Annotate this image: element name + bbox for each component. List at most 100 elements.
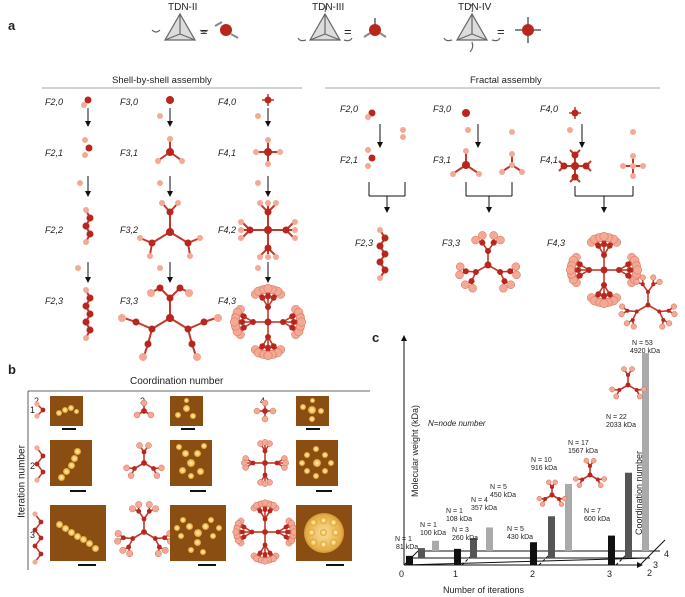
shell-assembly-title: Shell-by-shell assembly bbox=[112, 75, 212, 86]
node bbox=[586, 267, 592, 273]
leaf-node bbox=[126, 550, 134, 558]
node bbox=[626, 267, 633, 273]
label-shell-f42: F4,2 bbox=[218, 225, 237, 235]
label-fractal-f23: F2,3 bbox=[355, 238, 374, 248]
shell-f33-nodes bbox=[118, 284, 222, 361]
leaf-node bbox=[119, 546, 127, 554]
chain-node bbox=[34, 445, 40, 451]
leaf-node bbox=[496, 235, 505, 245]
node bbox=[265, 344, 271, 351]
leaf-node bbox=[618, 311, 625, 318]
label-fractal-f30: F3,0 bbox=[433, 104, 452, 114]
label-fractal-f41: F4,1 bbox=[540, 155, 559, 165]
leaf-node bbox=[609, 386, 616, 393]
bar-label-n: N = 17 bbox=[568, 440, 589, 447]
shell-f43-dendrimer bbox=[229, 283, 307, 361]
bar-label-kda: 100 kDa bbox=[420, 530, 447, 537]
label-fractal-f20: F2,0 bbox=[340, 104, 359, 114]
core-node bbox=[587, 472, 593, 478]
node bbox=[595, 477, 600, 482]
chain-node bbox=[40, 469, 46, 475]
tdn-iv-icon bbox=[443, 3, 501, 53]
node bbox=[152, 536, 158, 541]
leaf-node bbox=[471, 235, 480, 245]
chain-node bbox=[40, 407, 46, 413]
label-fractal-f40: F4,0 bbox=[540, 104, 559, 114]
node bbox=[141, 516, 147, 522]
leaf-node bbox=[269, 407, 277, 415]
node bbox=[289, 313, 296, 320]
leaf-node bbox=[261, 415, 269, 423]
afm-image-c2-i2 bbox=[50, 440, 92, 486]
core-node bbox=[645, 302, 651, 308]
weight-bar bbox=[486, 527, 493, 551]
scale-bar bbox=[306, 428, 320, 430]
leaf-node bbox=[630, 323, 637, 330]
node bbox=[151, 466, 156, 471]
weight-bar bbox=[432, 540, 439, 551]
weight-bar bbox=[470, 538, 477, 558]
scale-bar bbox=[190, 490, 206, 492]
node bbox=[634, 388, 639, 392]
node bbox=[657, 309, 662, 314]
leaf-node bbox=[599, 231, 609, 241]
iter-row-2: 2 bbox=[30, 461, 36, 471]
node bbox=[126, 544, 132, 550]
leaf-node bbox=[261, 499, 269, 507]
node bbox=[162, 535, 167, 541]
leaf-node bbox=[133, 411, 141, 419]
label-fractal-f21: F2,1 bbox=[340, 155, 359, 165]
node bbox=[625, 308, 630, 313]
scale-bar bbox=[181, 428, 195, 430]
chain-node bbox=[38, 519, 44, 525]
node bbox=[257, 508, 263, 514]
node bbox=[259, 343, 266, 350]
core-node bbox=[264, 318, 272, 326]
label-shell-f41: F4,1 bbox=[218, 148, 237, 158]
leaf-node bbox=[583, 457, 590, 464]
legend-note: N=node number bbox=[428, 419, 486, 428]
core-node bbox=[262, 408, 268, 414]
x-axis-title: Number of iterations bbox=[443, 585, 525, 595]
leaf-node bbox=[460, 280, 470, 289]
bar-label-n: N = 53 bbox=[632, 340, 653, 347]
afm-image-c2-i1 bbox=[50, 396, 83, 426]
node bbox=[646, 290, 650, 294]
weight-bar bbox=[642, 353, 649, 551]
z-tick-3: 3 bbox=[653, 560, 659, 570]
node bbox=[239, 319, 246, 325]
shell-f2-column bbox=[75, 96, 94, 341]
leaf-node bbox=[478, 231, 487, 240]
label-shell-f21: F2,1 bbox=[45, 148, 64, 158]
bar-label-n: N = 7 bbox=[584, 508, 601, 515]
leaf-node bbox=[670, 303, 677, 310]
leaf-node bbox=[140, 399, 148, 407]
leaf-node bbox=[639, 274, 646, 281]
leaf-node bbox=[128, 505, 136, 513]
label-shell-f32: F3,2 bbox=[120, 225, 139, 235]
core-node bbox=[262, 529, 268, 535]
leaf-node bbox=[253, 407, 261, 415]
node bbox=[588, 464, 592, 468]
weight-bar bbox=[406, 555, 413, 565]
afm-image-c4-i3 bbox=[296, 505, 352, 561]
node bbox=[666, 308, 671, 313]
node bbox=[241, 524, 247, 530]
tdn-ii-node-icon bbox=[214, 21, 239, 39]
node bbox=[497, 269, 504, 275]
label-shell-f20: F2,0 bbox=[45, 97, 64, 107]
node bbox=[640, 282, 645, 287]
node bbox=[630, 317, 635, 322]
weight-bar bbox=[565, 483, 572, 551]
label-fractal-f43: F4,3 bbox=[547, 238, 566, 248]
leaf-node bbox=[158, 464, 165, 472]
core-node bbox=[141, 408, 147, 414]
leaf-node bbox=[666, 320, 673, 327]
bar-label-kda: 108 kDa bbox=[446, 516, 473, 523]
node bbox=[626, 373, 630, 377]
leaf-node bbox=[145, 442, 152, 449]
x-tick-3: 3 bbox=[607, 569, 613, 579]
leaf-node bbox=[145, 501, 153, 508]
node bbox=[543, 497, 548, 501]
